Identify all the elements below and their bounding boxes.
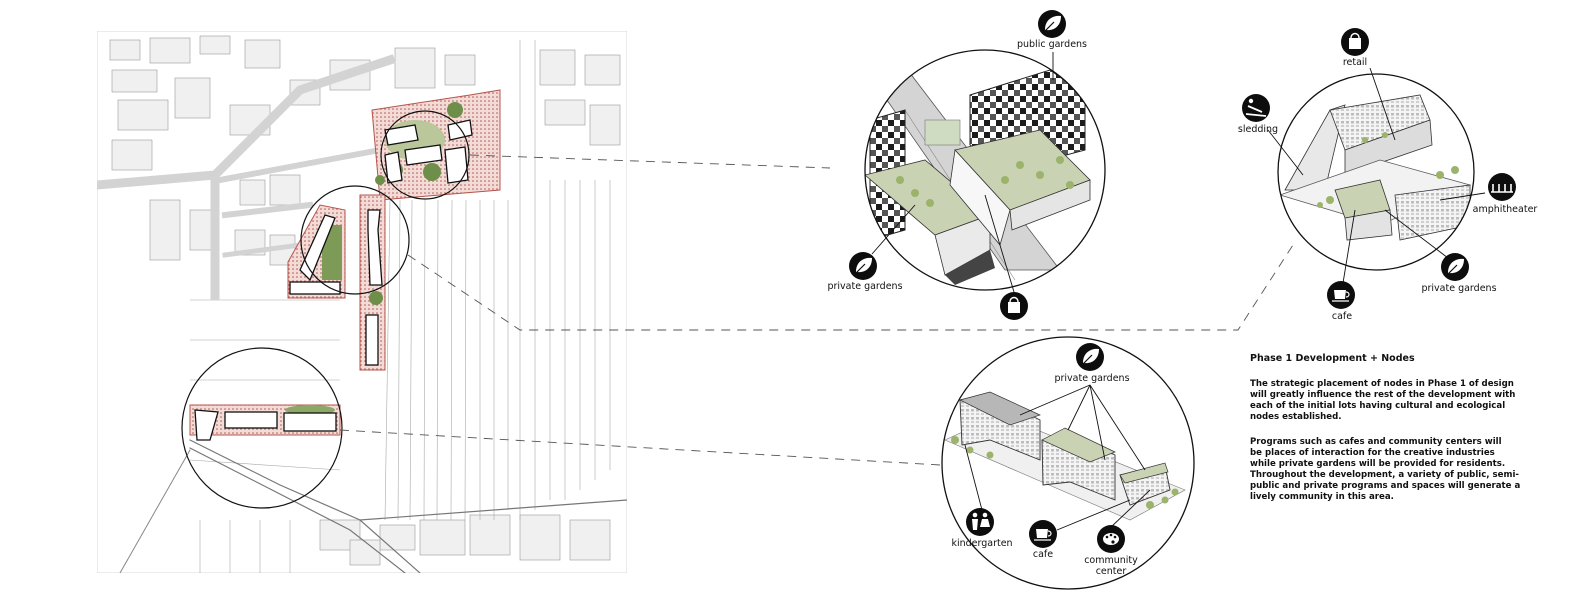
node3-cafe-callout: cafe xyxy=(1029,520,1057,560)
paragraph1-line: The strategic placement of nodes in Phas… xyxy=(1250,379,1514,389)
node1-frame xyxy=(864,49,1106,291)
paragraph1-line: will greatly influence the rest of the d… xyxy=(1250,390,1515,400)
community-center-label-line1: community xyxy=(1084,555,1138,566)
coffee-cup-icon xyxy=(1029,520,1057,548)
node3-kindergarten-callout: kindergarten xyxy=(951,508,1013,549)
paragraph2-line: lively community in this area. xyxy=(1250,492,1394,502)
cafe-label: cafe xyxy=(1033,549,1053,560)
amphitheater-label: amphitheater xyxy=(1473,204,1538,215)
node3-private-gardens-callout: private gardens xyxy=(1054,343,1130,384)
kindergarten-label: kindergarten xyxy=(951,538,1012,549)
paragraph2-line: public and private programs and spaces w… xyxy=(1250,481,1520,491)
description-title: Phase 1 Development + Nodes xyxy=(1250,353,1415,364)
node2-sledding-callout: sledding xyxy=(1238,94,1278,135)
site-plan-map xyxy=(97,31,627,573)
node2-callout-lines xyxy=(1267,67,1486,284)
node3-callout-lines xyxy=(964,384,1151,531)
paragraph2-line: Programs such as cafes and community cen… xyxy=(1250,437,1502,447)
paragraph1-line: each of the initial lots having cultural… xyxy=(1250,401,1505,411)
private-gardens-label: private gardens xyxy=(1421,283,1496,294)
community-center-label-line2: center xyxy=(1096,566,1127,577)
paragraph2-line: be places of interaction for the creativ… xyxy=(1250,448,1495,458)
node2-private-gardens-callout: private gardens xyxy=(1421,253,1497,294)
node1-private-gardens-callout: private gardens xyxy=(827,252,903,292)
cafe-label: cafe xyxy=(1332,311,1352,322)
node1-axonometric xyxy=(864,49,1106,293)
children-icon xyxy=(966,508,994,536)
paragraph2-line: Throughout the development, a variety of… xyxy=(1250,470,1519,480)
node1-callout-lines xyxy=(871,52,1054,293)
node2-retail-callout: retail xyxy=(1341,28,1369,68)
coffee-cup-icon xyxy=(1327,281,1355,309)
leaf-icon xyxy=(849,252,877,280)
shopping-bag-icon xyxy=(1341,28,1369,56)
description-block: Phase 1 Development + Nodes The strategi… xyxy=(1250,353,1520,502)
private-gardens-label: private gardens xyxy=(1054,373,1129,384)
retail-label: retail xyxy=(1343,57,1367,68)
paragraph1-line: nodes established. xyxy=(1250,412,1341,422)
roads xyxy=(97,54,627,573)
node3-community-center-callout: community center xyxy=(1084,525,1138,577)
private-gardens-label: private gardens xyxy=(827,281,902,292)
node2-frame xyxy=(1277,73,1475,271)
leaf-icon xyxy=(1076,343,1104,371)
sledding-icon xyxy=(1242,94,1270,122)
palette-icon xyxy=(1097,525,1125,553)
map-site-buildings xyxy=(194,119,473,441)
node3-frame xyxy=(941,336,1195,590)
node2-axonometric xyxy=(1267,67,1486,284)
paragraph2-line: while private gardens will be provided f… xyxy=(1250,459,1505,469)
public-gardens-label: public gardens xyxy=(1017,39,1087,50)
leaf-icon xyxy=(1441,253,1469,281)
parcel-lines xyxy=(189,40,611,573)
node1-retail-callout xyxy=(1000,292,1028,320)
node2-amphitheater-callout: amphitheater xyxy=(1473,173,1538,215)
shopping-bag-icon xyxy=(1000,292,1028,320)
map-node-circles xyxy=(181,110,470,509)
node3-axonometric xyxy=(941,336,1195,590)
sledding-label: sledding xyxy=(1238,124,1278,135)
node-leader-lines xyxy=(339,154,1294,466)
node1-public-gardens-callout: public gardens xyxy=(1017,10,1087,50)
leaf-icon xyxy=(1038,10,1066,38)
amphitheater-icon xyxy=(1488,173,1516,201)
node2-cafe-callout: cafe xyxy=(1327,281,1355,322)
